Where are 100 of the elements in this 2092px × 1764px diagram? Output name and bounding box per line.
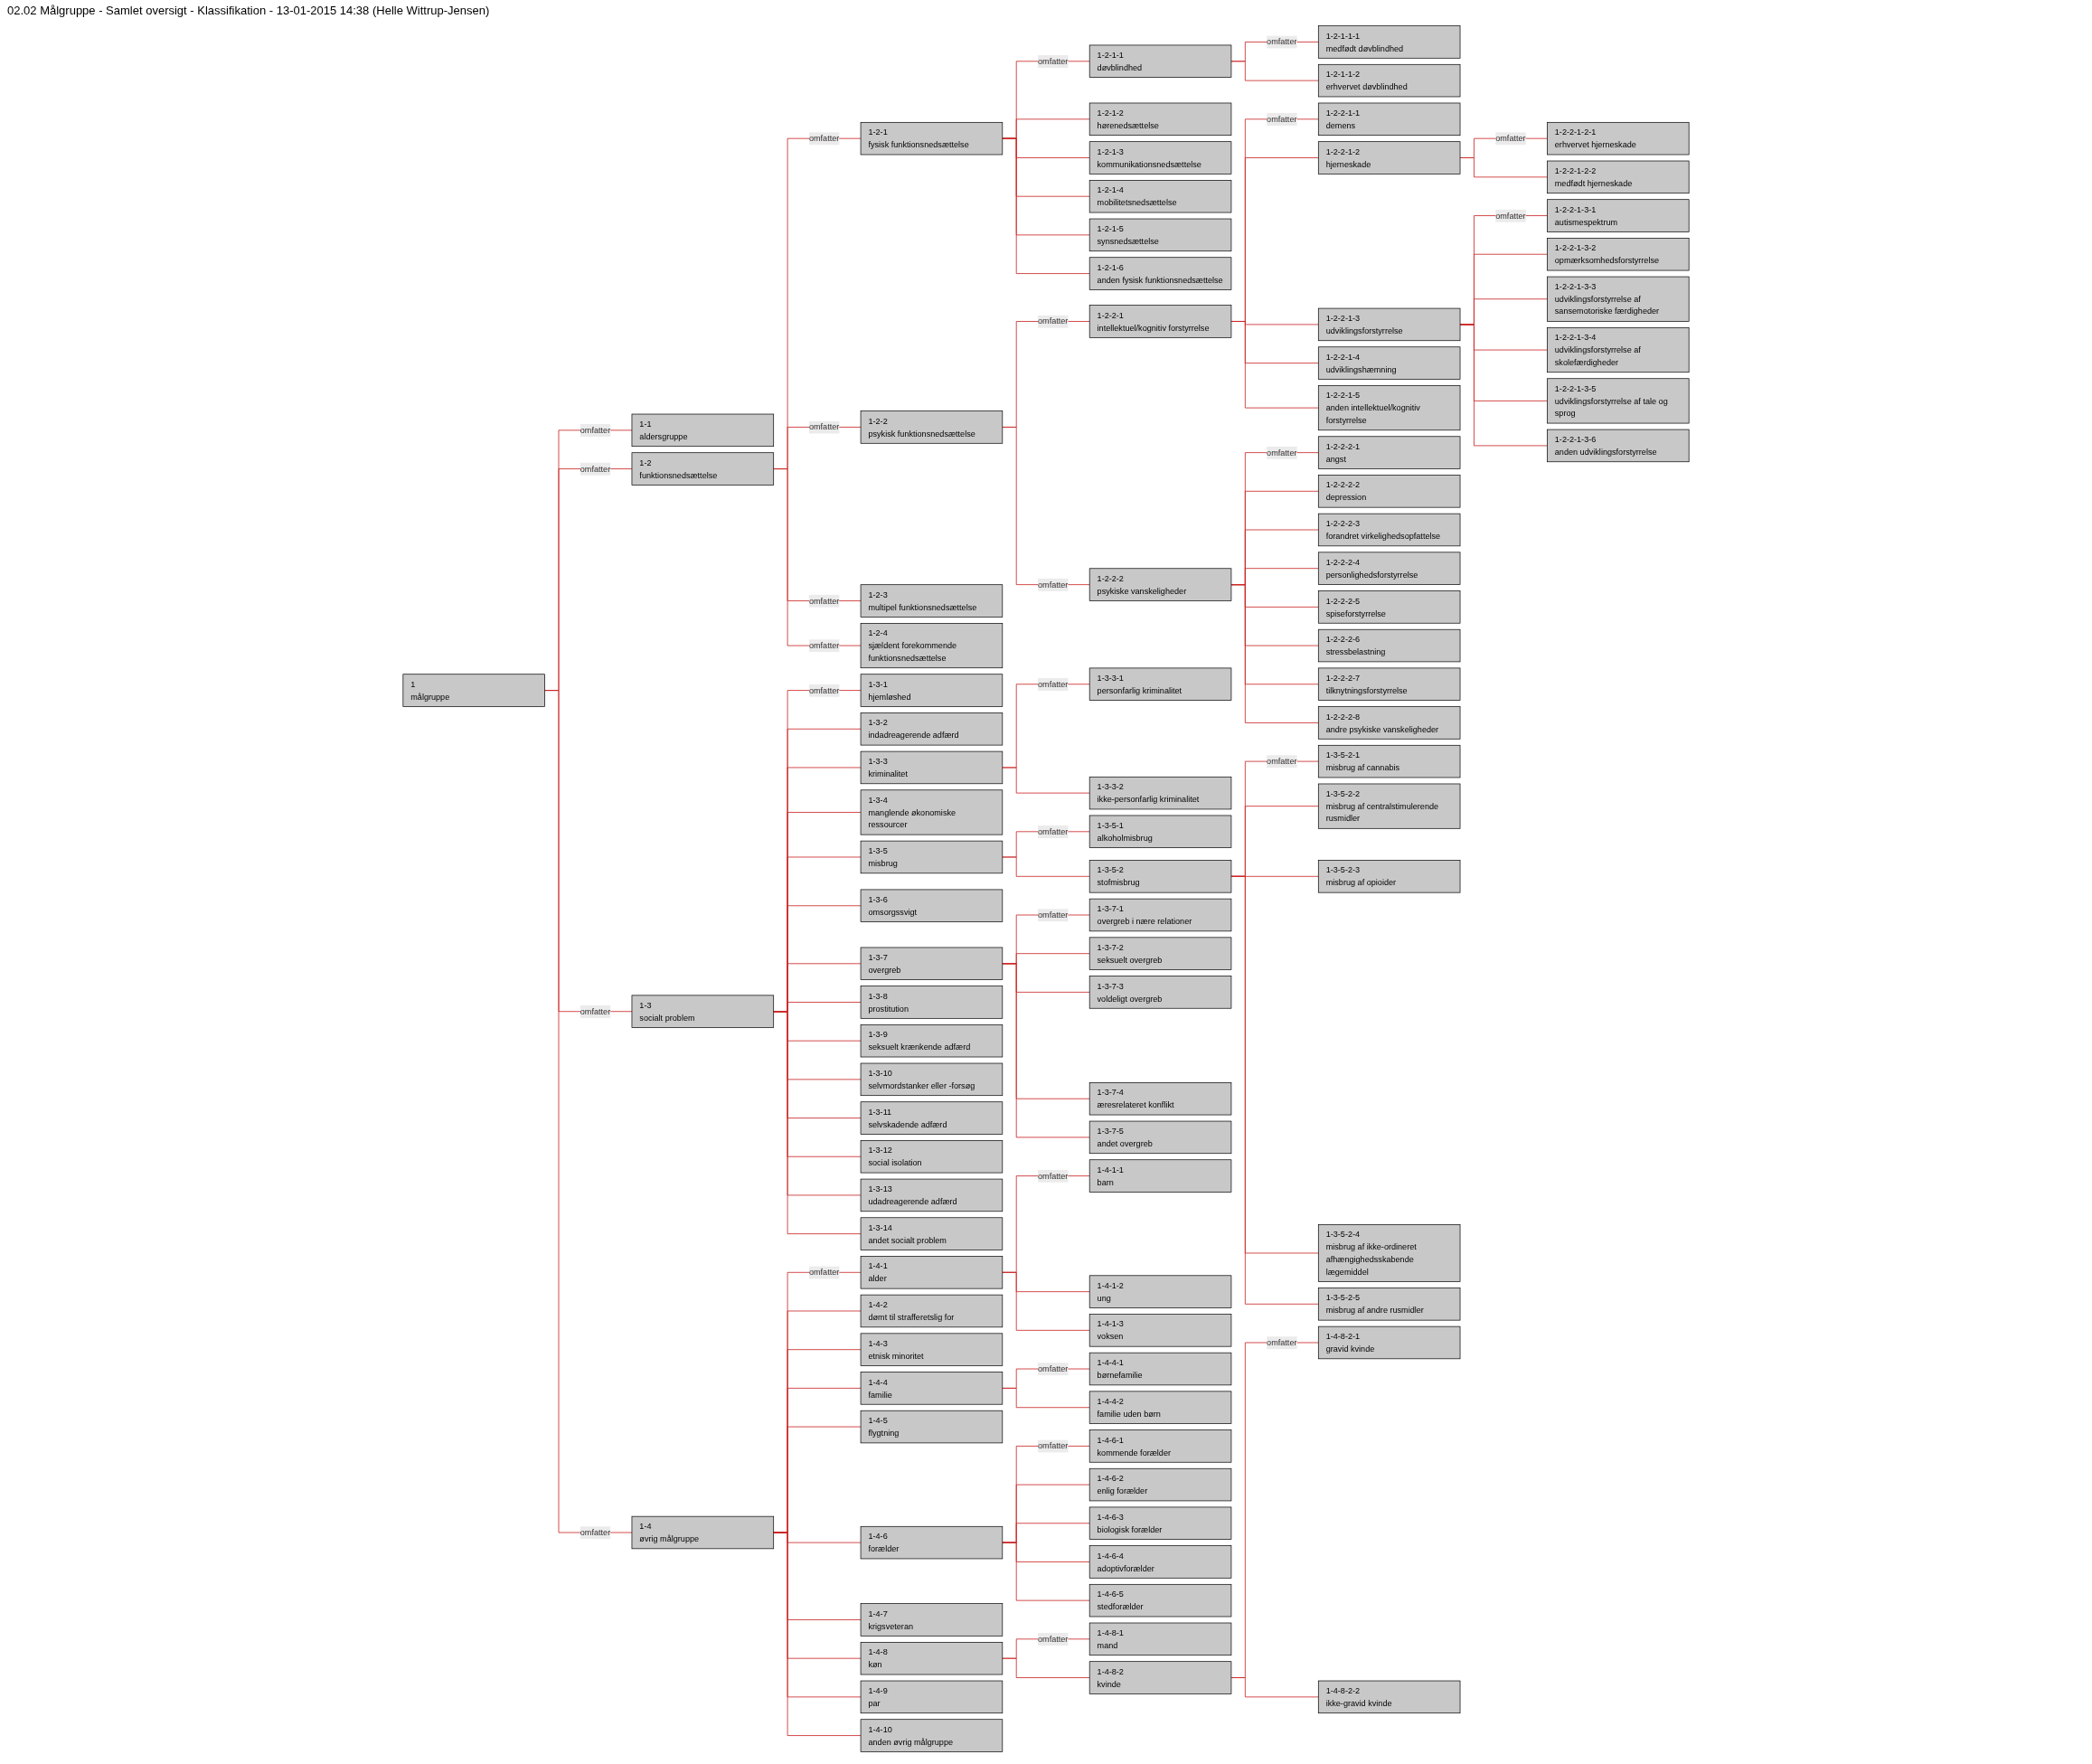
node-box: 1-4-4-1 børnefamilie — [1088, 1352, 1232, 1386]
edge-label: omfatter — [808, 685, 840, 695]
node-box: 1-4-6-1 kommende forælder — [1088, 1429, 1232, 1463]
connector — [1002, 856, 1090, 877]
edge-label: omfatter — [808, 133, 840, 144]
connector — [1459, 157, 1548, 178]
node-box: 1-4-1-1 barn — [1088, 1159, 1232, 1193]
connector — [773, 1532, 862, 1736]
node-box: 1-2-1-2 hørenedsættelse — [1088, 102, 1232, 136]
node-box: 1-2-2-1-2-2 medfødt hjerneskade — [1547, 160, 1690, 194]
connector — [1002, 963, 1090, 1138]
connector — [1002, 1387, 1090, 1409]
node-box: 1-2-2-1-2-1 erhvervet hjerneskade — [1547, 121, 1690, 156]
connector — [1230, 321, 1319, 409]
node-box: 1-3-7-5 andet overgreb — [1088, 1120, 1232, 1155]
node-box: 1-2-2-2-1 angst — [1317, 436, 1461, 469]
node-box: 1-2-2-1-3-3 udviklingsforstyrrelse af sansemotoriske færdigheder — [1547, 276, 1690, 322]
connector — [1002, 137, 1090, 274]
connector — [1230, 61, 1319, 81]
node-box: 1-4-7 krigsveteran — [860, 1603, 1004, 1637]
node-box: 1-2-2-2-5 spiseforstyrrelse — [1317, 590, 1461, 624]
edge-label: omfatter — [808, 596, 840, 606]
connector — [1230, 1677, 1319, 1698]
edge-label: omfatter — [1038, 679, 1069, 689]
connector — [1002, 767, 1090, 794]
node-box: 1-3-3-2 ikke-personfarlig kriminalitet — [1088, 776, 1232, 810]
node-box: 1-4-8-2-1 gravid kvinde — [1317, 1325, 1461, 1360]
node-box: 1-4-5 flygtning — [860, 1410, 1004, 1444]
edge-label: omfatter — [1267, 448, 1297, 458]
connector — [1002, 1271, 1090, 1331]
node-box: 1-4-1-2 ung — [1088, 1275, 1232, 1308]
node-box: 1-2-2-1-3 udviklingsforstyrrelse — [1317, 307, 1461, 342]
node-box: 1-4-8-2-2 ikke-gravid kvinde — [1317, 1680, 1461, 1714]
edge-label: omfatter — [1038, 56, 1069, 66]
node-box: 1-2-1-1 døvblindhed — [1088, 44, 1232, 78]
node-box: 1-3-10 selvmordstanker eller -forsøg — [860, 1062, 1004, 1097]
node-box: 1-4-2 dømt til strafferetslig for — [860, 1294, 1004, 1328]
node-box: 1-2-1-6 anden fysisk funktionsnedsættelse — [1088, 257, 1232, 290]
node-box: 1-2-2-2 psykiske vanskeligheder — [1088, 568, 1232, 601]
node-box: 1-3-3-1 personfarlig kriminalitet — [1088, 667, 1232, 701]
node-box: 1-4-3 etnisk minoritet — [860, 1333, 1004, 1366]
node-box: 1-2-2-1-1 demens — [1317, 102, 1461, 136]
node-box: 1-4-8-1 mand — [1088, 1622, 1232, 1656]
node-box: 1-4-6-3 biologisk forælder — [1088, 1506, 1232, 1540]
node-box: 1-4-8-2 kvinde — [1088, 1661, 1232, 1694]
node-box: 1-2-2-1 intellektuel/kognitiv forstyrrelse — [1088, 305, 1232, 338]
connector — [1459, 324, 1548, 447]
node-box: 1-3-5-2-2 misbrug af centralstimulerende rusmidler — [1317, 783, 1461, 829]
node-box: 1-3-1 hjemløshed — [860, 674, 1004, 707]
node-box: 1-3-2 indadreagerende adfærd — [860, 712, 1004, 746]
edge-label: omfatter — [1038, 1440, 1069, 1451]
edge-label: omfatter — [580, 425, 611, 435]
node-box: 1-4-9 par — [860, 1680, 1004, 1714]
edge-label: omfatter — [1038, 826, 1069, 836]
node-box: 1-3-5-2-5 misbrug af andre rusmidler — [1317, 1288, 1461, 1321]
node-box: 1-2-2-1-5 anden intellektuel/kognitiv forstyrrelse — [1317, 385, 1461, 431]
node-box: 1-3-14 andet socialt problem — [860, 1217, 1004, 1250]
node-box: 1-2-4 sjældent forekommende funktionsnedsættelse — [860, 623, 1004, 669]
node-box: 1-2-1-1-1 medfødt døvblindhed — [1317, 25, 1461, 59]
node-box: 1-3-5-2-4 misbrug af ikke-ordineret afhængighedsskabende lægemiddel — [1317, 1224, 1461, 1282]
node-box: 1-2-1-4 mobilitetsnedsættelse — [1088, 180, 1232, 213]
node-box: 1-2-2-1-3-4 udviklingsforstyrrelse af skolefærdigheder — [1547, 327, 1690, 373]
edge-label: omfatter — [1038, 910, 1069, 920]
node-box: 1-2-2-2-2 depression — [1317, 475, 1461, 508]
node-box: 1-4 øvrig målgruppe — [631, 1515, 775, 1550]
connector — [1002, 1657, 1090, 1678]
node-box: 1-2-2-2-8 andre psykiske vanskeligheder — [1317, 706, 1461, 740]
node-box: 1-2-2-1-3-5 udviklingsforstyrrelse af tale og sprog — [1547, 378, 1690, 424]
node-box: 1-2-1-5 synsnedsættelse — [1088, 218, 1232, 252]
node-box: 1-4-6-4 adoptivforælder — [1088, 1545, 1232, 1579]
edge-label: omfatter — [1038, 1171, 1069, 1181]
node-box: 1-2-1-3 kommunikationsnedsættelse — [1088, 141, 1232, 175]
node-box: 1-4-6-5 stedforælder — [1088, 1583, 1232, 1618]
node-box: 1-2-2-1-3-6 anden udviklingsforstyrrelse — [1547, 429, 1690, 463]
node-box: 1-3-4 manglende økonomiske ressourcer — [860, 789, 1004, 835]
node-box: 1-3-5-2-3 misbrug af opioider — [1317, 860, 1461, 893]
node-box: 1-3-7-1 overgreb i nære relationer — [1088, 898, 1232, 932]
node-box: 1-4-8 køn — [860, 1642, 1004, 1675]
edge-label: omfatter — [1267, 37, 1297, 47]
edge-label: omfatter — [580, 1527, 611, 1538]
node-box: 1-3-6 omsorgssvigt — [860, 889, 1004, 922]
edge-label: omfatter — [1038, 1634, 1069, 1644]
node-box: 1-2 funktionsnedsættelse — [631, 452, 775, 486]
node-box: 1-3-5-2-1 misbrug af cannabis — [1317, 744, 1461, 778]
edge-label: omfatter — [808, 1267, 840, 1278]
node-box: 1-2-2 psykisk funktionsnedsættelse — [860, 410, 1004, 444]
node-box: 1-2-2-1-4 udviklingshæmning — [1317, 346, 1461, 380]
node-box: 1-2-2-2-3 forandret virkelighedsopfattelse — [1317, 513, 1461, 547]
connector — [544, 690, 633, 1533]
node-box: 1-4-6 forælder — [860, 1525, 1004, 1560]
node-box: 1-3-5 misbrug — [860, 840, 1004, 874]
node-box: 1-3-5-1 alkoholmisbrug — [1088, 815, 1232, 848]
node-box: 1-2-2-1-3-2 opmærksomhedsforstyrrelse — [1547, 238, 1690, 271]
edge-label: omfatter — [1038, 316, 1069, 326]
node-box: 1-2-2-2-6 stressbelastning — [1317, 628, 1461, 663]
node-box: 1-4-10 anden øvrig målgruppe — [860, 1719, 1004, 1752]
node-box: 1-3-5-2 stofmisbrug — [1088, 860, 1232, 893]
edge-label: omfatter — [808, 640, 840, 651]
node-box: 1-4-1 alder — [860, 1256, 1004, 1289]
edge-label: omfatter — [1495, 211, 1526, 221]
